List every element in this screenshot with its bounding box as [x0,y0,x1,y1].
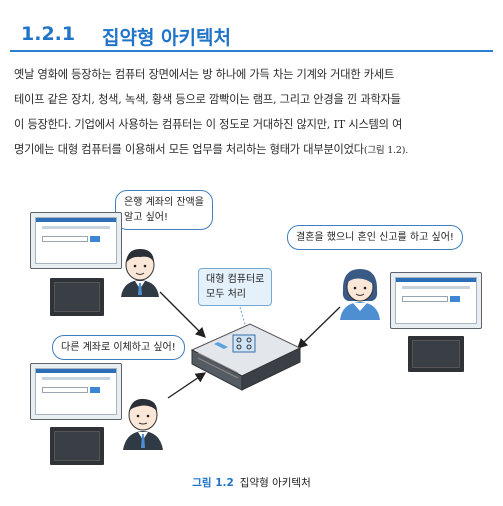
laptop-top-left [30,212,125,317]
person-icon-woman [340,269,380,320]
laptop-screen [390,272,482,329]
figure-caption-title: 집약형 아키텍처 [239,477,311,489]
laptop-screen [30,363,122,420]
bubble-text: 결혼을 했으니 혼인 신고를 하고 싶어! [296,232,454,243]
paragraph-line-text: 명기에는 대형 컴퓨터를 이용해서 모든 업무를 처리하는 형태가 대부분이었다 [14,143,364,156]
server-label-text: 대형 컴퓨터로 [206,274,265,285]
paragraph-line: 옛날 영화에 등장하는 컴퓨터 장면에서는 방 하나에 가득 차는 기계와 거대… [14,68,395,81]
server-label-box: 대형 컴퓨터로 모두 처리 [198,268,273,306]
laptop-right [390,272,485,377]
server-label-text: 모두 처리 [206,289,246,300]
paragraph-line-last: 명기에는 대형 컴퓨터를 이용해서 모든 업무를 처리하는 형태가 대부분이었다… [14,137,490,163]
paragraph-line: 테이프 같은 장치, 청색, 녹색, 황색 등으로 깜빡이는 램프, 그리고 안… [14,93,401,106]
section-number: 1.2.1 [21,23,76,45]
arrow-top-left [159,291,206,338]
paragraph-line: 이 등장한다. 기업에서 사용하는 컴퓨터는 이 정도로 거대하진 않지만, I… [14,118,403,131]
person-icon-man-top [121,249,159,297]
laptop-keyboard [50,278,104,316]
laptop-bottom-left [30,363,125,468]
bubble-text: 다른 계좌로 이체하고 싶어! [61,342,176,353]
section-heading: 1.2.1 집약형 아키텍처 [10,20,493,52]
mainframe-server [190,323,302,391]
figure-reference: (그림 1.2). [363,145,409,156]
arrow-bottom-left [167,372,207,399]
body-paragraph: 옛날 영화에 등장하는 컴퓨터 장면에서는 방 하나에 가득 차는 기계와 거대… [14,62,490,163]
speech-bubble-balance: 은행 계좌의 잔액을 알고 싶어! [115,190,213,230]
section-title: 집약형 아키텍처 [102,27,231,49]
laptop-screen [30,212,122,269]
figure-caption-label: 그림 1.2 [192,477,234,489]
arrow-right [297,306,341,349]
speech-bubble-marriage: 결혼을 했으니 혼인 신고를 하고 싶어! [287,225,463,250]
person-icon-man-bottom [123,398,163,450]
bubble-text: 은행 계좌의 잔액을 [124,197,204,208]
speech-bubble-transfer: 다른 계좌로 이체하고 싶어! [52,335,185,360]
bubble-text: 알고 싶어! [124,212,168,223]
laptop-keyboard [50,427,104,465]
figure-caption: 그림 1.2 집약형 아키텍처 [0,475,503,490]
laptop-keyboard [408,336,464,372]
